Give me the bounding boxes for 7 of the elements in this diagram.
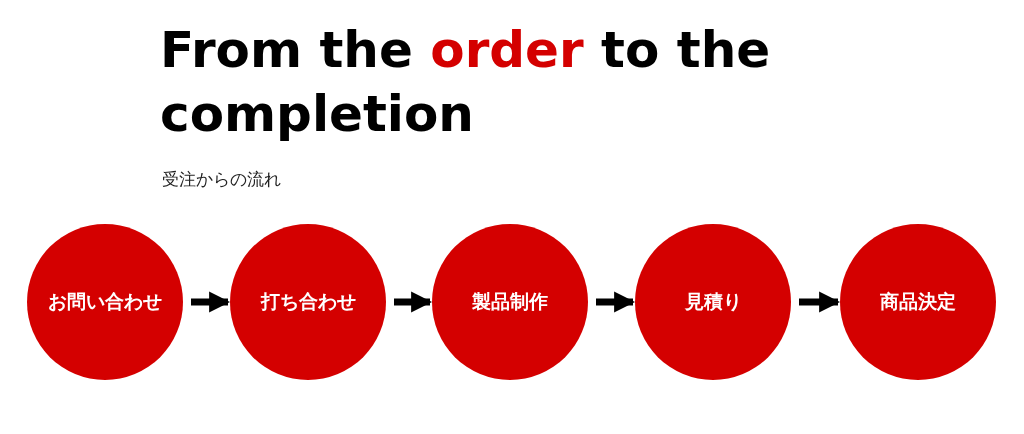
step-label: 製品制作 (472, 289, 548, 314)
title: From the order to the completion (160, 20, 772, 145)
step-label: 商品決定 (880, 289, 956, 314)
subtitle: 受注からの流れ (162, 168, 281, 191)
step-label: お問い合わせ (48, 289, 162, 314)
step-label: 見積り (684, 289, 742, 314)
step-label: 打ち合わせ (260, 289, 356, 314)
